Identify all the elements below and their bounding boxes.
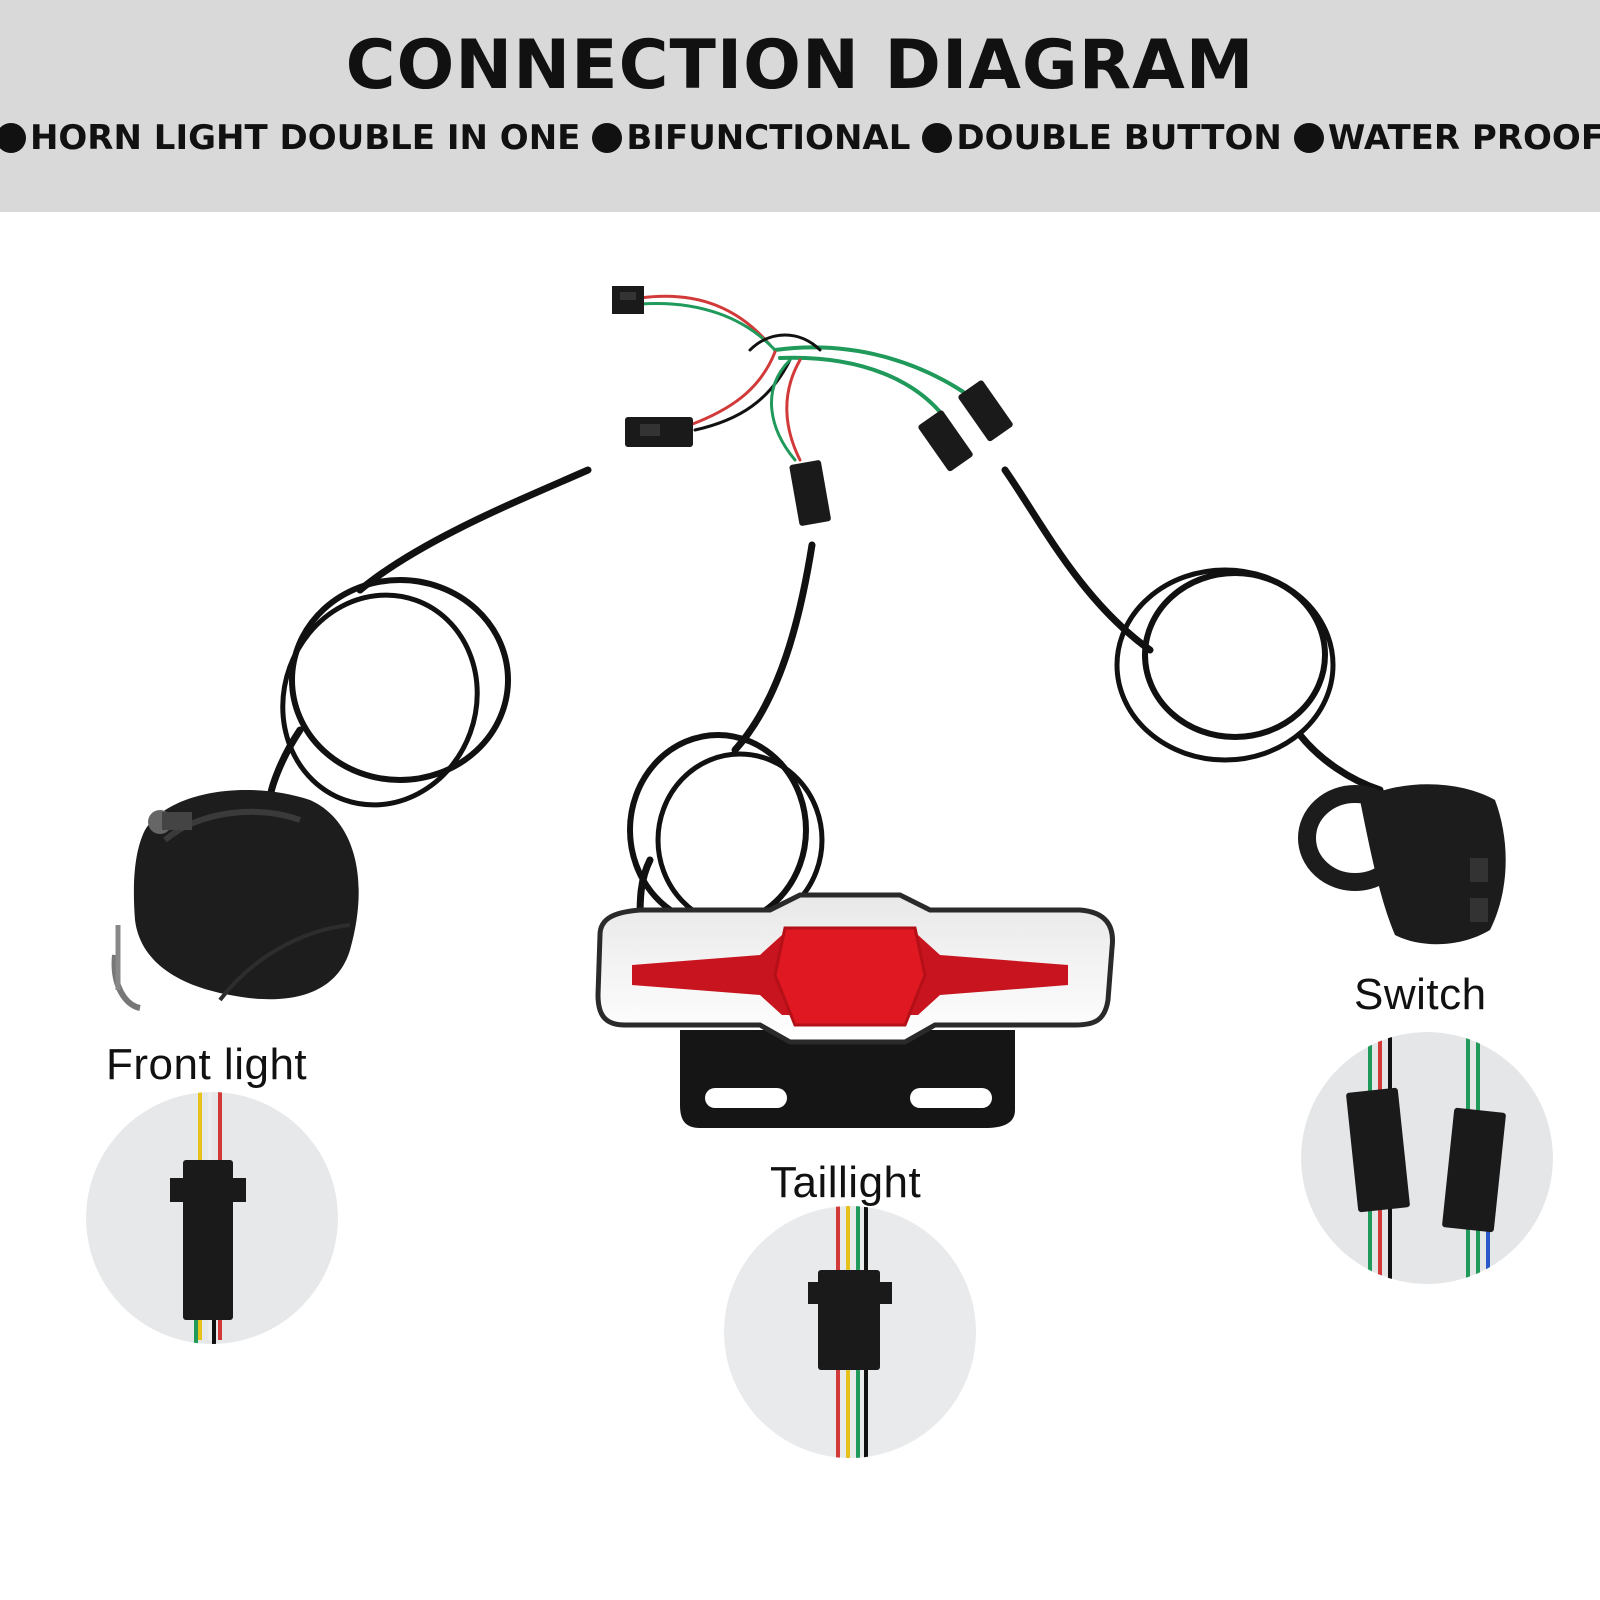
switch-connector-detail <box>1301 1032 1553 1284</box>
connector-tail <box>789 460 831 526</box>
connector-switch-1 <box>918 410 973 472</box>
switch-device <box>1298 784 1506 945</box>
feature-item: DOUBLE BUTTON <box>922 118 1282 158</box>
front-light-device <box>111 790 359 1011</box>
taillight-connector-detail <box>724 1206 976 1458</box>
header-banner: CONNECTION DIAGRAM HORN LIGHT DOUBLE IN … <box>0 0 1600 212</box>
taillight-label: Taillight <box>770 1158 922 1207</box>
feature-list: HORN LIGHT DOUBLE IN ONE BIFUNCTIONAL DO… <box>0 118 1600 158</box>
connector-front <box>625 417 693 447</box>
feature-item: BIFUNCTIONAL <box>592 118 910 158</box>
cables <box>266 466 1384 929</box>
feature-item: HORN LIGHT DOUBLE IN ONE <box>0 118 580 158</box>
wire-harness <box>638 294 977 462</box>
connector-top <box>612 286 644 314</box>
bullet-icon <box>592 123 623 153</box>
switch-label: Switch <box>1354 970 1487 1019</box>
bullet-icon <box>0 123 26 153</box>
bullet-icon <box>1293 123 1324 153</box>
front-light-connector-detail <box>86 1092 338 1344</box>
bullet-icon <box>922 123 953 153</box>
page-title: CONNECTION DIAGRAM <box>345 26 1255 105</box>
front-light-label: Front light <box>106 1040 308 1089</box>
connector-switch-2 <box>958 380 1013 442</box>
feature-item: WATER PROOF <box>1293 118 1600 158</box>
taillight-device <box>595 892 1116 1128</box>
